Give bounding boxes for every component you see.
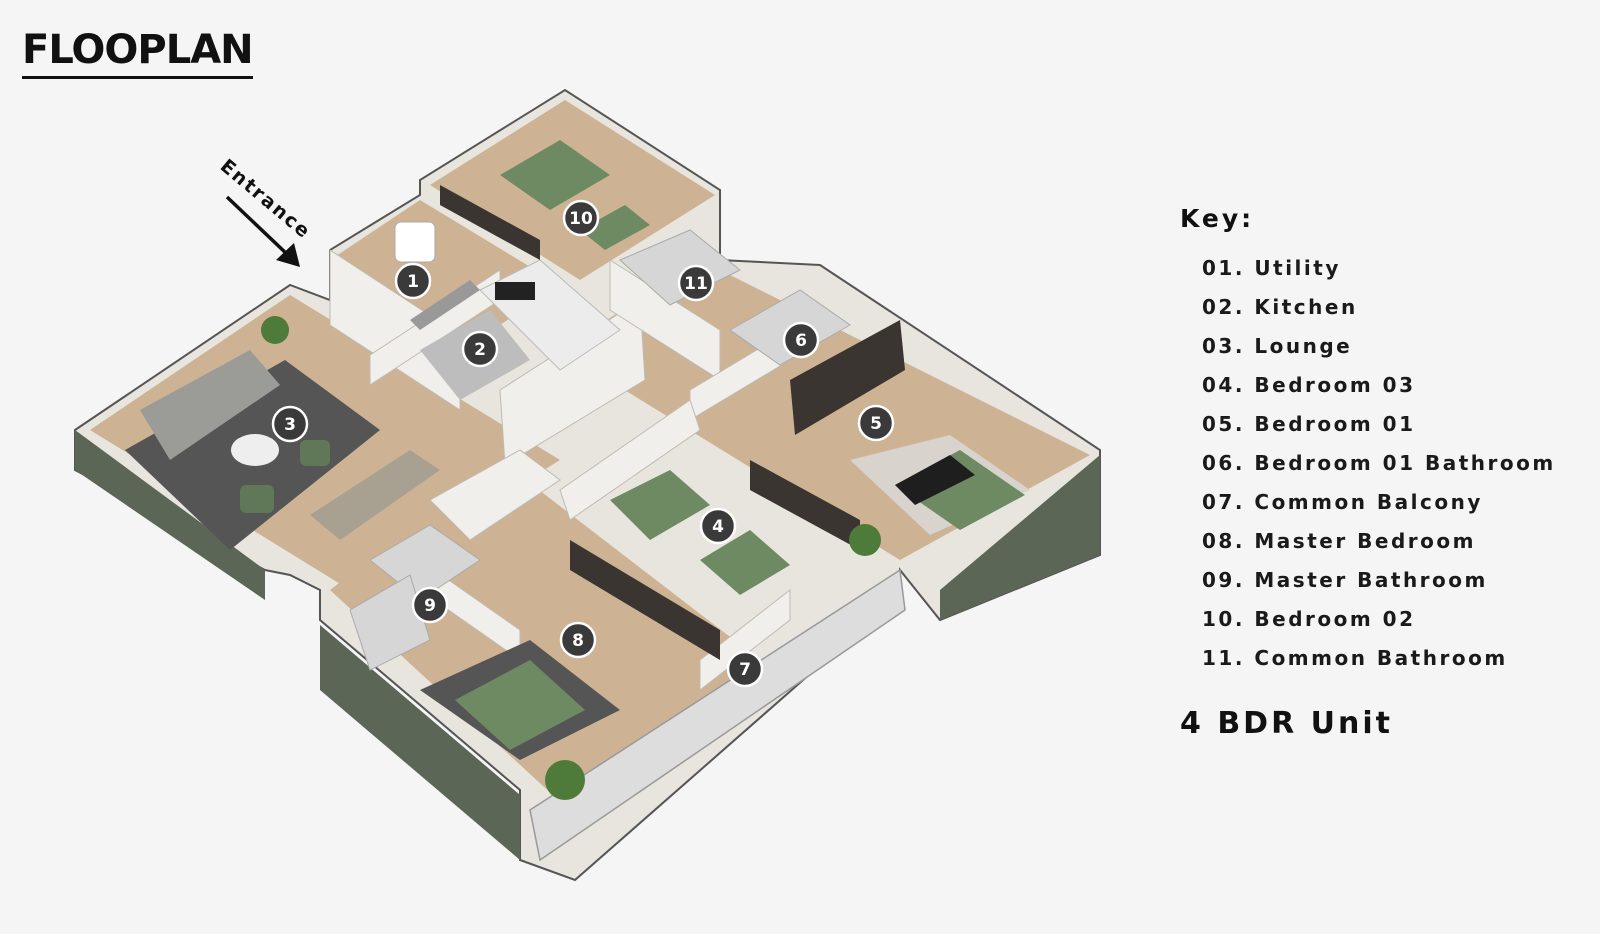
plants <box>261 316 881 800</box>
key-item: 01. Utility <box>1202 256 1341 280</box>
key-item: 09. Master Bathroom <box>1202 568 1488 592</box>
key-item: 06. Bedroom 01 Bathroom <box>1202 451 1556 475</box>
key-item: 11. Common Bathroom <box>1202 646 1508 670</box>
key-item: 08. Master Bedroom <box>1202 529 1476 553</box>
room-marker-6: 6 <box>782 321 820 359</box>
svg-text:7: 7 <box>739 660 751 680</box>
svg-text:3: 3 <box>284 415 296 435</box>
svg-text:10: 10 <box>569 209 593 229</box>
key-item: 03. Lounge <box>1202 334 1353 358</box>
room-marker-4: 4 <box>699 507 737 545</box>
room-marker-9: 9 <box>411 586 449 624</box>
svg-text:2: 2 <box>474 340 486 360</box>
room-marker-10: 10 <box>562 199 600 237</box>
key-title: Key: <box>1180 204 1255 233</box>
svg-text:6: 6 <box>795 331 807 351</box>
stone-wall-bottom <box>320 625 520 860</box>
key-item: 04. Bedroom 03 <box>1202 373 1416 397</box>
room-marker-3: 3 <box>271 405 309 443</box>
key-item: 05. Bedroom 01 <box>1202 412 1416 436</box>
room-marker-1: 1 <box>394 262 432 300</box>
room-marker-11: 11 <box>677 264 715 302</box>
svg-text:5: 5 <box>870 414 882 434</box>
bed-bedroom-02 <box>440 140 650 260</box>
key-list: 01. Utility 02. Kitchen 03. Lounge 04. B… <box>1202 256 1556 685</box>
stone-wall-right <box>940 455 1100 620</box>
room-marker-7: 7 <box>726 650 764 688</box>
entrance-arrow-icon <box>225 195 300 267</box>
bathroom-tiles <box>349 229 851 671</box>
interior-walls <box>329 249 791 692</box>
svg-text:11: 11 <box>684 274 708 294</box>
svg-text:9: 9 <box>424 596 436 616</box>
svg-text:1: 1 <box>407 272 419 292</box>
room-marker-5: 5 <box>857 404 895 442</box>
svg-text:4: 4 <box>712 517 724 537</box>
lounge-furniture <box>125 350 440 550</box>
key-item: 10. Bedroom 02 <box>1202 607 1416 631</box>
room-marker-8: 8 <box>559 621 597 659</box>
unit-label: 4 BDR Unit <box>1180 706 1393 741</box>
bed-master-bedroom <box>420 640 620 760</box>
key-item: 02. Kitchen <box>1202 295 1358 319</box>
page-title: FLOOPLAN <box>22 30 254 79</box>
room-markers: 1 2 3 4 5 6 7 8 9 10 11 <box>271 199 895 688</box>
stone-wall-left <box>75 430 265 600</box>
bed-bedroom-01 <box>750 320 1030 550</box>
room-marker-2: 2 <box>461 330 499 368</box>
balcony-balustrade <box>529 568 906 862</box>
bed-bedroom-03 <box>570 470 790 660</box>
svg-text:8: 8 <box>572 631 584 651</box>
key-item: 07. Common Balcony <box>1202 490 1483 514</box>
